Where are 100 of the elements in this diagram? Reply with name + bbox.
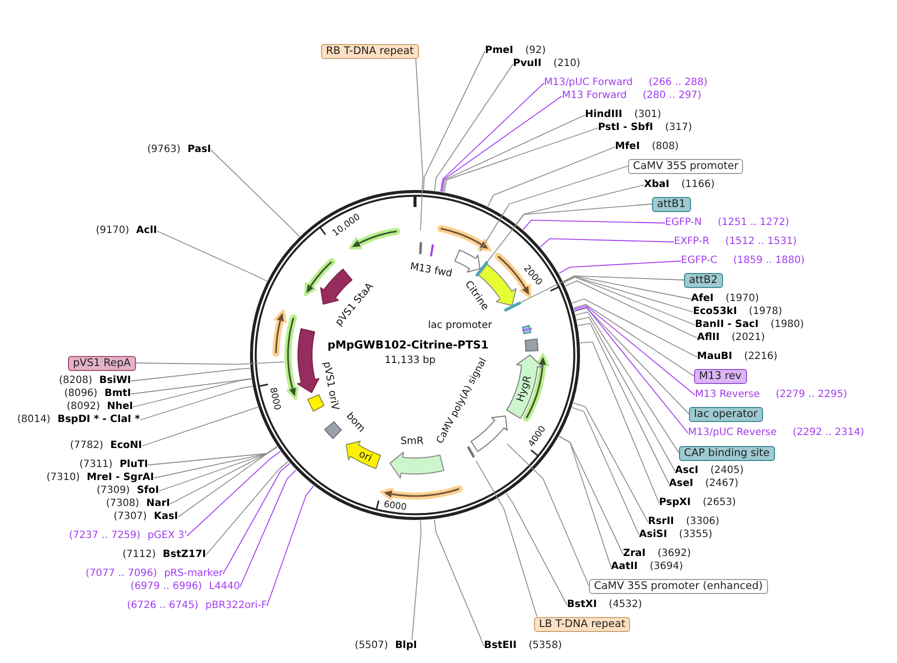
restriction-site-label: BstXI (4532) <box>567 599 642 611</box>
leader-line <box>423 50 486 190</box>
leader-line <box>415 58 424 231</box>
restriction-site-label: PmeI (92) <box>485 45 546 57</box>
restriction-site-label: AatII (3694) <box>611 561 683 573</box>
leader-line <box>516 184 644 225</box>
leader-line <box>222 462 290 574</box>
restriction-site-label: PvuII (210) <box>513 58 580 70</box>
restriction-site-label: (9170) AclI <box>96 225 157 237</box>
leader-line <box>186 450 281 536</box>
restriction-site-label: BstEII (5358) <box>484 640 562 652</box>
scale-label: 8000 <box>267 386 281 412</box>
plasmid-size: 11,133 bp <box>384 356 436 366</box>
feature-tag: CaMV 35S promoter (enhanced) <box>589 578 768 594</box>
feature-tag: pVS1 RepA <box>68 356 136 370</box>
leader-line <box>580 341 660 504</box>
restriction-site-label: MfeI (808) <box>615 141 679 153</box>
restriction-site-label: PstI - SbfI (317) <box>598 122 692 134</box>
leader-line <box>142 406 258 446</box>
leader-line <box>240 470 296 588</box>
primer-label: (7077 .. 7096) pRS-marker <box>86 568 223 580</box>
primer-label: (6979 .. 6996) L4440 <box>130 581 240 593</box>
feature-arrow: HygR <box>505 354 544 420</box>
leader-line <box>412 520 422 640</box>
leader-line <box>572 407 640 536</box>
primer-label: (6726 .. 6745) pBR322ori-F <box>126 600 267 612</box>
restriction-site-label: RsrII (3306) <box>648 516 720 528</box>
leader-line <box>558 436 612 568</box>
leader-line <box>154 446 278 478</box>
leader-line <box>132 378 252 408</box>
leader-line <box>135 361 285 365</box>
feature-tag: LB T-DNA repeat <box>534 616 630 632</box>
feature-tag: lac operator <box>689 406 763 422</box>
leader-line <box>206 460 289 556</box>
leader-line <box>540 238 674 248</box>
leader-line <box>506 492 568 606</box>
primer-label: M13 Forward (280 .. 297) <box>562 90 702 102</box>
leader-line <box>576 316 676 472</box>
restriction-site-label: AflII (2021) <box>697 332 765 344</box>
leader-line <box>148 446 278 466</box>
leader-line <box>486 204 652 262</box>
leader-line <box>210 150 300 238</box>
leader-line <box>574 308 690 414</box>
leader-line <box>506 443 590 586</box>
leader-line <box>442 114 586 192</box>
restriction-site-label: (8092) NheI <box>66 401 133 413</box>
leader-line <box>558 436 624 554</box>
restriction-site-label: (7112) BstZ17I <box>122 549 206 561</box>
restriction-site-label: (5507) BlpI <box>354 640 417 652</box>
restriction-site-label: AsiSI (3355) <box>639 529 712 541</box>
leader-line <box>520 275 684 303</box>
leader-line <box>563 276 696 326</box>
scale-label: 6000 <box>383 500 407 513</box>
leader-line <box>577 322 670 484</box>
feature-name: lac promoter <box>428 321 492 331</box>
restriction-site-label: AseI (2467) <box>669 478 738 490</box>
leader-line <box>572 298 698 358</box>
feature-tag: CAP binding site <box>679 446 775 460</box>
leader-line <box>563 276 694 312</box>
leader-line <box>140 386 253 420</box>
leader-line <box>574 305 696 396</box>
restriction-site-label: (7310) MreI - SgrAI <box>46 472 154 484</box>
restriction-site-label: XbaI (1166) <box>644 179 715 191</box>
leader-line <box>564 280 698 338</box>
primer-label: EGFP-C (1859 .. 1880) <box>681 255 805 267</box>
leader-line <box>558 260 682 274</box>
restriction-site-label: BanII - SacI (1980) <box>695 319 804 331</box>
leader-line <box>130 368 250 382</box>
leader-line <box>575 311 680 454</box>
leader-line <box>170 446 278 504</box>
feature-tag: M13 rev <box>694 368 747 384</box>
feature-name: M13 fwd <box>409 262 453 280</box>
restriction-site-label: (8014) BspDI * - ClaI * <box>17 414 140 426</box>
leader-line <box>440 82 544 192</box>
leader-line <box>572 402 648 522</box>
restriction-site-label: (7311) PluTI <box>79 459 148 471</box>
leader-line <box>574 306 688 434</box>
leader-line <box>444 128 598 193</box>
leader-line <box>434 518 484 646</box>
feature-name: pVS1 oriV <box>320 361 340 411</box>
restriction-site-label: MauBI (2216) <box>697 351 778 363</box>
restriction-site-label: PspXI (2653) <box>659 497 736 509</box>
leader-line <box>434 64 514 192</box>
leader-line <box>476 460 538 617</box>
primer-label: M13/pUC Reverse (2292 .. 2314) <box>688 427 864 439</box>
leader-line <box>479 166 628 252</box>
restriction-site-label: (7782) EcoNI <box>70 440 142 452</box>
restriction-site-label: (7308) NarI <box>106 498 170 510</box>
restriction-site-label: (7307) KasI <box>114 511 178 523</box>
restriction-site-label: AscI (2405) <box>675 465 744 477</box>
restriction-site-label: (8208) BsiWI <box>58 375 131 387</box>
restriction-site-label: HindIII (301) <box>585 109 662 121</box>
primer-label: EXFP-R (1512 .. 1531) <box>674 236 797 248</box>
restriction-site-label: ZraI (3692) <box>623 548 691 560</box>
leader-line <box>266 485 314 606</box>
restriction-site-label: (9763) PasI <box>147 144 211 156</box>
restriction-site-label: (7309) SfoI <box>96 485 159 497</box>
leader-line <box>178 446 278 518</box>
feature-tag: CaMV 35S promoter <box>628 158 744 174</box>
primer-label: M13 Reverse (2279 .. 2295) <box>695 389 848 401</box>
